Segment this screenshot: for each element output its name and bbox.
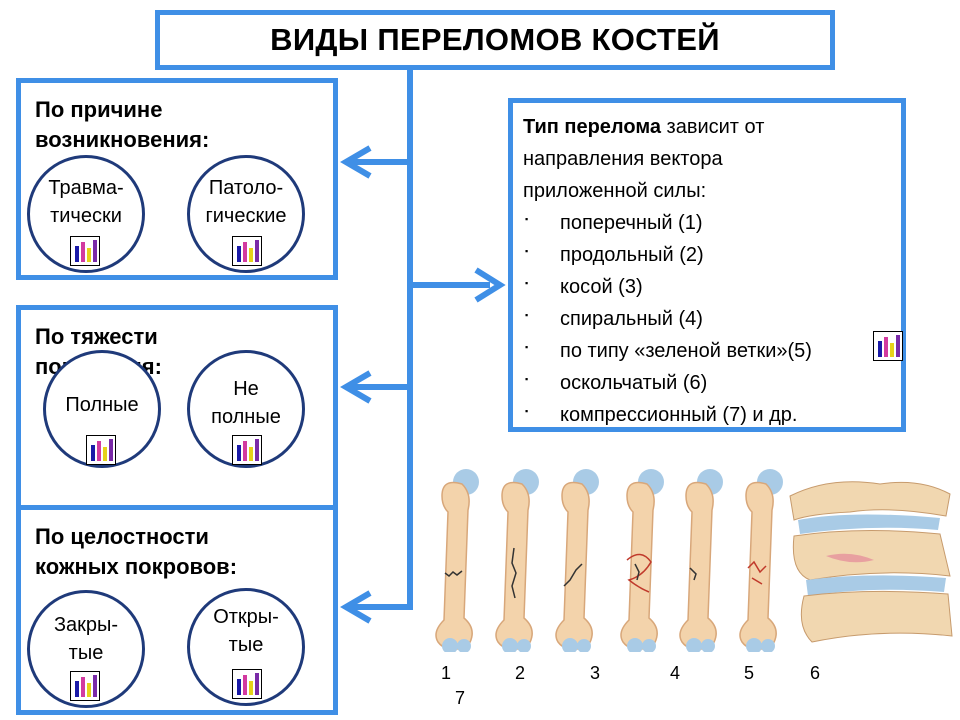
circle-incomplete: Не полные <box>187 350 305 468</box>
circle-open: Откры- тые <box>187 588 305 706</box>
bone-number: 1 <box>441 663 452 683</box>
bone-5 <box>679 468 724 652</box>
bone-number: 7 <box>455 688 466 708</box>
circle-pathological: Патоло- гические <box>187 155 305 273</box>
bone-2 <box>495 468 540 652</box>
chart-icon[interactable] <box>232 669 262 699</box>
list-item: поперечный (1) <box>523 203 903 239</box>
bone-6 <box>739 468 784 652</box>
chart-icon[interactable] <box>70 671 100 701</box>
bone-number: 2 <box>515 663 526 683</box>
chart-icon[interactable] <box>873 331 903 361</box>
circle-closed: Закры- тые <box>27 590 145 708</box>
info-line3: приложенной силы: <box>523 180 707 202</box>
list-item: косой (3) <box>523 267 903 303</box>
bone-1 <box>435 468 480 652</box>
chart-icon[interactable] <box>232 435 262 465</box>
info-heading: Тип перелома зависит от <box>523 116 765 138</box>
bone-number: 6 <box>810 663 821 683</box>
bone-4 <box>620 468 665 652</box>
fracture-type-box: Тип перелома зависит от направления вект… <box>508 98 906 432</box>
bone-3 <box>555 468 600 652</box>
list-item: по типу «зеленой ветки»(5) <box>523 331 903 367</box>
fracture-type-list: поперечный (1) продольный (2) косой (3) … <box>523 203 903 431</box>
vertebrae <box>789 481 953 643</box>
bone-number: 5 <box>744 663 755 683</box>
diagram-title: ВИДЫ ПЕРЕЛОМОВ КОСТЕЙ <box>155 10 835 70</box>
circle-traumatic: Травма- тически <box>27 155 145 273</box>
list-item: компрессионный (7) и др. <box>523 395 903 431</box>
bone-illustrations <box>435 468 953 652</box>
category-severity: По тяжестипоражения: Полные Не полные <box>16 305 338 510</box>
list-item: оскольчатый (6) <box>523 363 903 399</box>
list-item: спиральный (4) <box>523 299 903 335</box>
list-item: продольный (2) <box>523 235 903 271</box>
info-line2: направления вектора <box>523 148 723 170</box>
bone-number: 4 <box>670 663 681 683</box>
circle-complete: Полные <box>43 350 161 468</box>
chart-icon[interactable] <box>232 236 262 266</box>
chart-icon[interactable] <box>86 435 116 465</box>
bone-number: 3 <box>590 663 601 683</box>
chart-icon[interactable] <box>70 236 100 266</box>
